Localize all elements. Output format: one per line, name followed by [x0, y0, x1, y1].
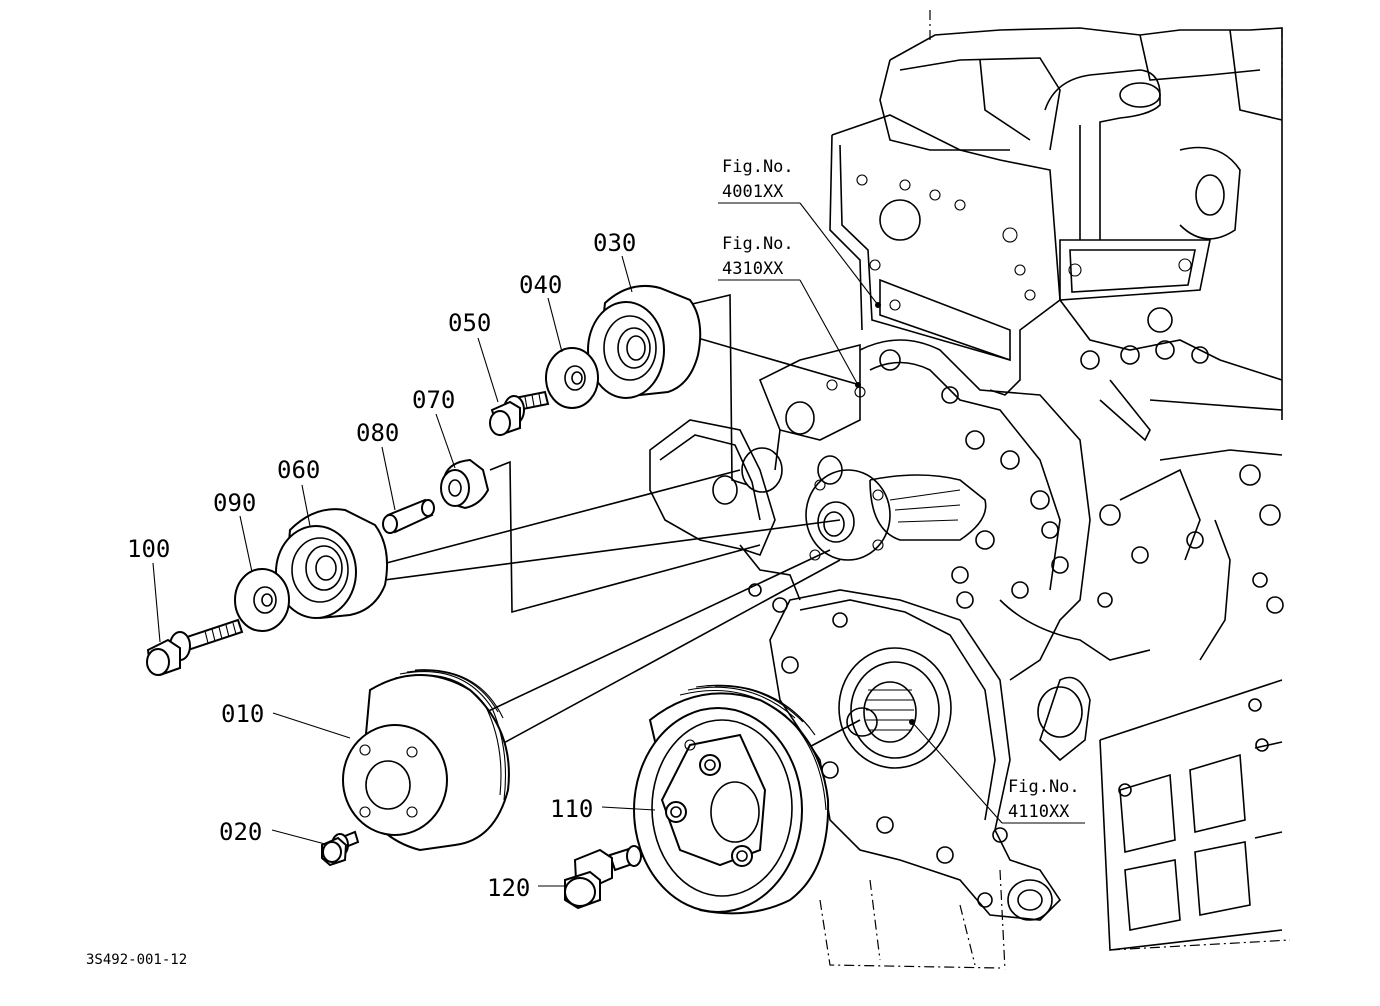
part-050-bolt[interactable] [489, 390, 550, 437]
callout-labels: 030 040 050 070 080 060 090 100 010 020 … [127, 229, 636, 902]
fig-ref-4310-label: Fig.No. [722, 234, 794, 254]
part-080-collar[interactable] [382, 498, 435, 534]
callout-100[interactable]: 100 [127, 535, 170, 563]
diagram-code: 3S492-001-12 [86, 952, 187, 968]
part-070-spacer[interactable] [440, 458, 490, 510]
part-060-idler-pulley[interactable] [275, 508, 388, 620]
fig-ref-4110-number[interactable]: 4110XX [1008, 802, 1070, 822]
part-040-washer[interactable] [545, 347, 599, 409]
part-010-pump-pulley[interactable] [342, 669, 510, 852]
callout-110[interactable]: 110 [550, 795, 593, 823]
callout-040[interactable]: 040 [519, 271, 562, 299]
part-090-washer[interactable] [234, 568, 290, 632]
fig-ref-4110-label: Fig.No. [1008, 777, 1080, 797]
callout-120[interactable]: 120 [487, 874, 530, 902]
fig-ref-4001-number[interactable]: 4001XX [722, 182, 784, 202]
callout-010[interactable]: 010 [221, 700, 264, 728]
part-020-bolt[interactable] [321, 830, 360, 867]
callout-030[interactable]: 030 [593, 229, 636, 257]
callout-090[interactable]: 090 [213, 489, 256, 517]
callout-020[interactable]: 020 [219, 818, 262, 846]
leader-lines [152, 202, 1085, 887]
callout-060[interactable]: 060 [277, 456, 320, 484]
part-030-idler-pulley[interactable] [587, 284, 702, 399]
figure-references: Fig.No. 4001XX Fig.No. 4310XX Fig.No. 41… [722, 157, 1080, 822]
part-120-crank-bolt[interactable] [564, 845, 642, 910]
part-100-bolt[interactable] [146, 618, 244, 677]
callout-080[interactable]: 080 [356, 419, 399, 447]
fig-ref-4310-number[interactable]: 4310XX [722, 259, 784, 279]
callout-050[interactable]: 050 [448, 309, 491, 337]
part-110-crank-pulley[interactable] [633, 684, 830, 915]
fig-ref-4001-label: Fig.No. [722, 157, 794, 177]
callout-070[interactable]: 070 [412, 386, 455, 414]
